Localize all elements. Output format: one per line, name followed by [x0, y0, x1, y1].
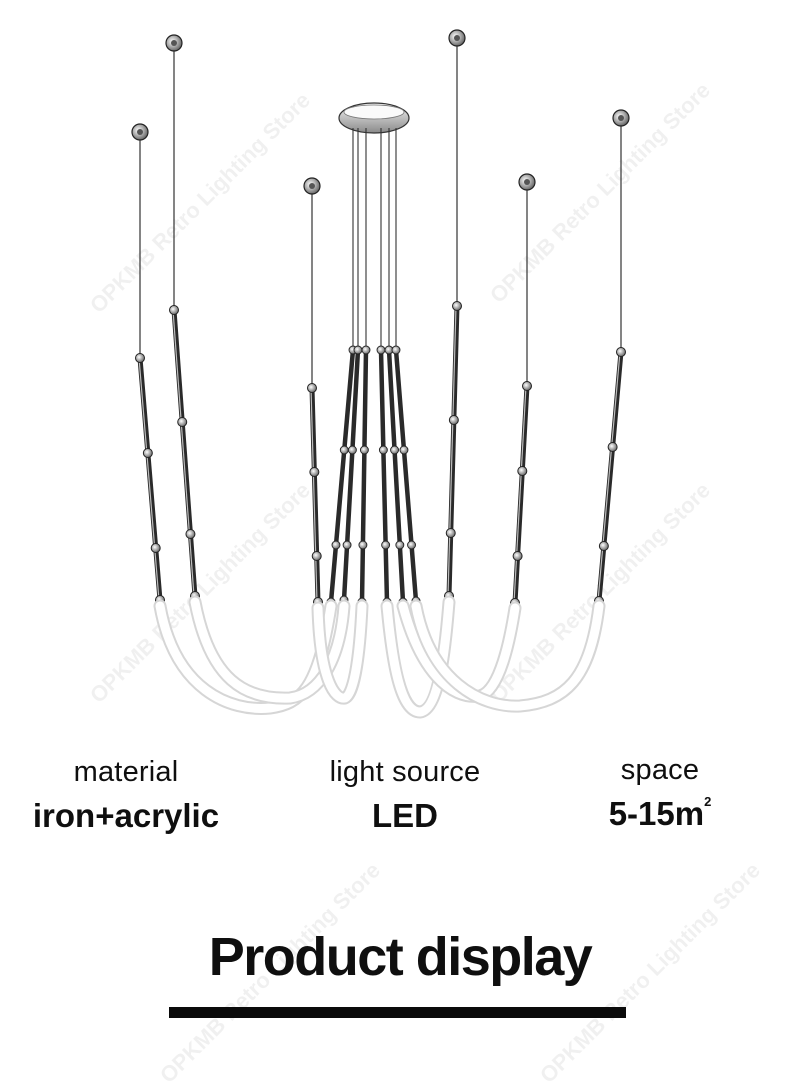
tube-joint — [407, 540, 416, 550]
tube-joint — [309, 467, 320, 477]
tube-joint — [150, 543, 161, 553]
tube-joint — [359, 445, 369, 455]
tube-joint — [177, 417, 188, 427]
tube-joint — [391, 345, 401, 355]
tube-joint — [378, 445, 388, 455]
tube-joint — [331, 540, 341, 550]
tube-joint — [358, 540, 368, 550]
ceiling-cap-center — [171, 40, 177, 46]
metal-tube — [446, 303, 460, 599]
pendant-chandelier-illustration — [131, 29, 630, 719]
spec-label: space — [620, 754, 700, 786]
tube-joint — [517, 466, 528, 476]
tube-joint — [399, 445, 409, 455]
spec-value-superscript: 2 — [704, 794, 712, 809]
tube-joint — [390, 445, 400, 455]
tube-joint — [376, 345, 386, 355]
acrylic-light-loop-glow — [190, 597, 349, 703]
tube-joint — [361, 345, 371, 355]
metal-tube — [393, 347, 419, 604]
metal-tube-highlight — [447, 305, 457, 597]
tube-joint — [616, 347, 626, 357]
tube-joint — [342, 540, 352, 550]
spec-value-text: 5-15m — [608, 795, 705, 832]
tube-joint — [169, 305, 179, 315]
tube-joint — [381, 540, 391, 550]
spec-value: LED — [372, 797, 438, 834]
tube-joint — [452, 301, 462, 311]
metal-tube — [328, 347, 356, 605]
spec-light-source: light source LED — [300, 756, 510, 834]
spec-value: iron+acrylic — [32, 797, 220, 834]
tube-joint — [142, 448, 153, 458]
section-title: Product display — [208, 927, 593, 987]
ceiling-cap-center — [454, 35, 460, 41]
tube-joint — [353, 345, 363, 355]
spec-space: space 5-15m2 — [580, 754, 740, 832]
tube-joint — [522, 381, 532, 391]
acrylic-light-loop-glow — [411, 601, 604, 711]
tube-joint — [307, 383, 317, 393]
metal-tube — [386, 347, 406, 605]
metal-tube-highlight — [138, 357, 160, 601]
tube-joint — [339, 445, 349, 455]
ceiling-cap-center — [137, 129, 143, 135]
acrylic-light-loop-glow — [313, 601, 367, 703]
metal-tube — [359, 347, 369, 605]
spec-material: material iron+acrylic — [26, 756, 226, 834]
metal-tube-highlight — [513, 385, 527, 604]
tube-joint — [445, 528, 456, 538]
metal-tube — [309, 385, 321, 605]
tube-joint — [395, 540, 405, 550]
spec-label: light source — [329, 756, 481, 788]
metal-tube — [171, 307, 198, 599]
metal-tube — [512, 383, 530, 606]
spec-value: 5-15m2 — [580, 794, 740, 832]
tube-joint — [347, 445, 357, 455]
metal-tube-highlight — [310, 387, 318, 603]
acrylic-light-loop-glow — [382, 597, 454, 717]
title-underline — [169, 1007, 626, 1018]
tube-joint — [185, 529, 196, 539]
tube-joint — [135, 353, 145, 363]
tube-joint — [311, 551, 322, 561]
ceiling-canopy-top — [343, 104, 405, 120]
metal-tube — [341, 347, 361, 603]
tube-joint — [448, 415, 459, 425]
tube-joint — [598, 541, 609, 551]
metal-tube — [137, 355, 163, 603]
metal-tube — [378, 347, 390, 605]
ceiling-cap-center — [524, 179, 530, 185]
tube-joint — [512, 551, 523, 561]
metal-tube — [596, 349, 624, 604]
acrylic-light-loop-glow — [155, 601, 336, 713]
metal-tube-highlight — [597, 351, 621, 602]
metal-tube-highlight — [172, 309, 195, 597]
ceiling-cap-center — [309, 183, 315, 189]
ceiling-cap-center — [618, 115, 624, 121]
tube-joint — [607, 442, 618, 452]
spec-label: material — [73, 756, 179, 788]
